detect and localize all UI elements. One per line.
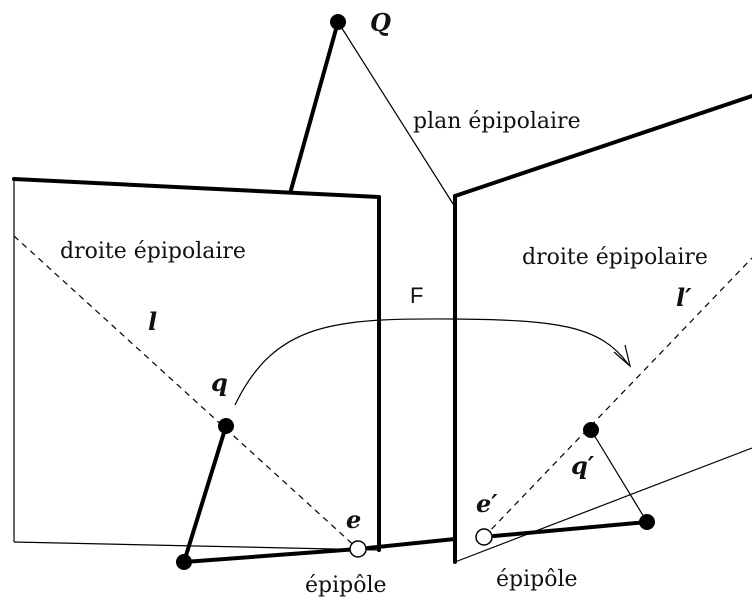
- ray-q-down-left: [182, 424, 228, 564]
- right-image-plane: [453, 94, 752, 564]
- label-q-prime: q′: [571, 451, 595, 480]
- label-right-epipolar-line: droite épipolaire: [522, 245, 708, 270]
- left-camera-center-marker: [176, 554, 192, 570]
- baseline-right: [492, 520, 649, 538]
- ray-q-prime-to-camera: [590, 429, 648, 523]
- baseline-left: [182, 547, 360, 564]
- label-q: q: [211, 368, 228, 397]
- label-e: e: [346, 505, 361, 534]
- label-epipolar-plane: plan épipolaire: [413, 109, 581, 134]
- point-q-marker: [218, 418, 234, 434]
- epipolar-line-l-prime: [483, 257, 752, 538]
- ray-Q-to-right-center: [337, 21, 456, 208]
- fundamental-mapping-arc: [234, 318, 629, 406]
- point-q-prime-marker: [583, 422, 599, 438]
- left-plane-bottom-edge: [13, 541, 380, 551]
- baseline-middle: [366, 537, 457, 550]
- right-plane-bottom-edge: [454, 447, 752, 563]
- label-right-epipole: épipôle: [496, 567, 578, 592]
- label-Q: Q: [370, 8, 391, 37]
- right-plane-top-edge: [453, 94, 752, 198]
- right-camera-center-marker: [639, 514, 655, 530]
- label-F: F: [410, 283, 423, 308]
- point-Q-marker: [330, 14, 346, 30]
- ray-Q-to-left-center: [289, 20, 340, 192]
- epipole-e-prime-marker: [475, 528, 493, 546]
- label-l: l: [148, 307, 157, 336]
- label-left-epipolar-line: droite épipolaire: [60, 239, 246, 264]
- label-l-prime: l′: [676, 283, 692, 312]
- epipolar-line-l: [13, 235, 359, 550]
- left-plane-top-edge: [12, 177, 381, 199]
- fundamental-mapping-arrowhead: [613, 344, 632, 368]
- left-image-plane: [12, 177, 381, 552]
- label-left-epipole: épipôle: [305, 573, 387, 598]
- label-e-prime: e′: [476, 489, 498, 518]
- epipole-e-marker: [349, 540, 367, 558]
